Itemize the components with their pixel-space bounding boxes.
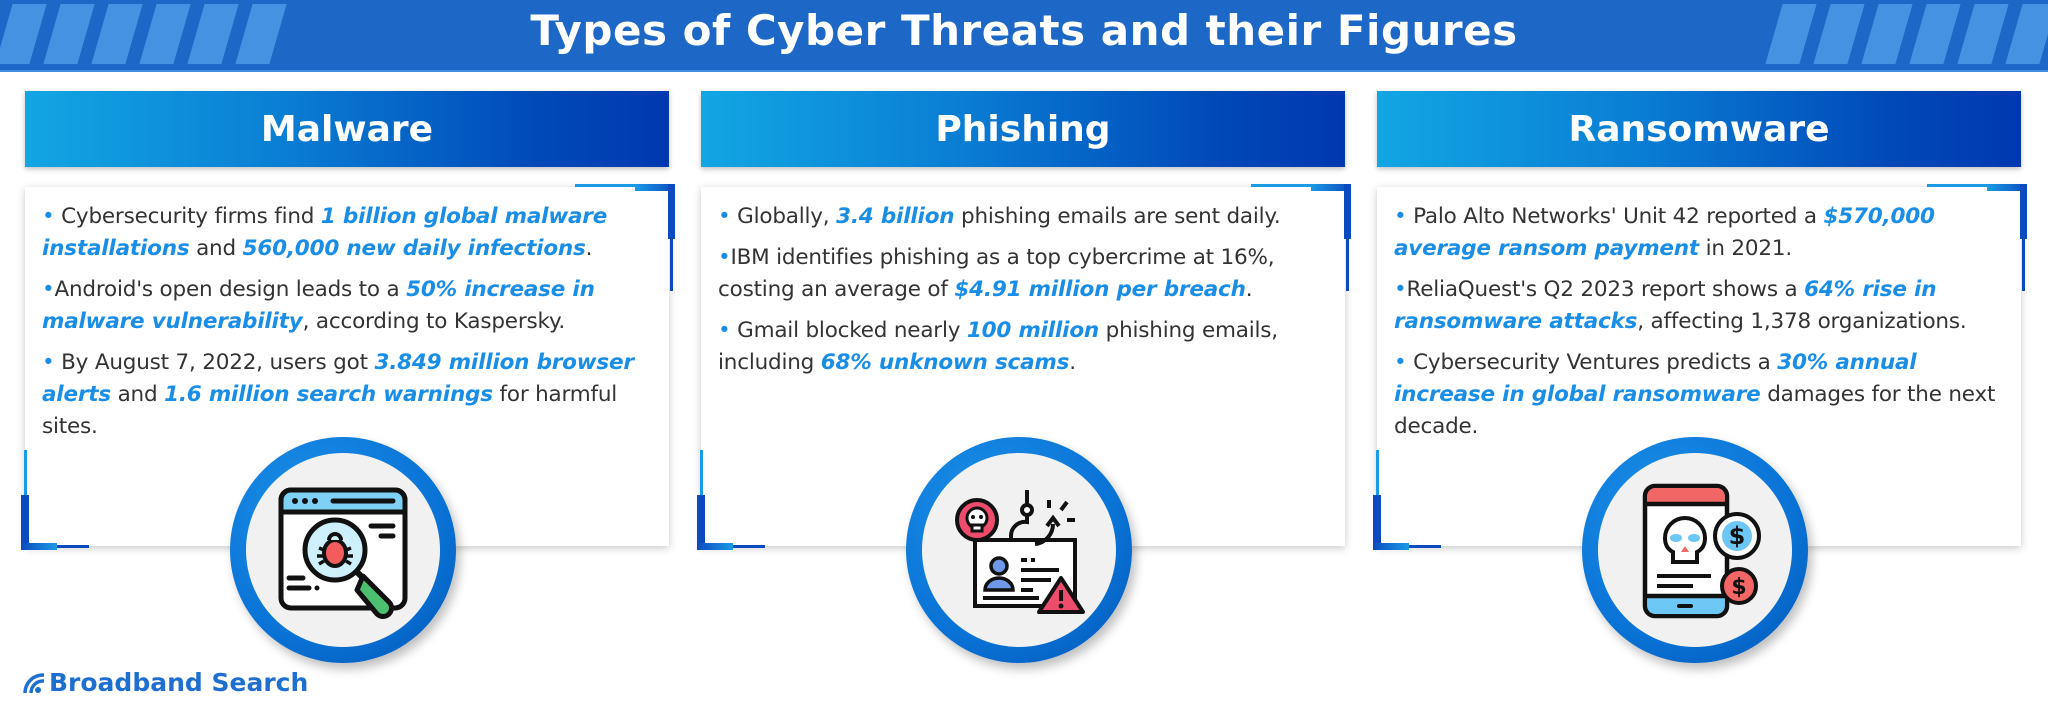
ransomware-bullet-3: • Cybersecurity Ventures predicts a 30% … xyxy=(1394,350,1996,439)
ransomware-card-header: Ransomware xyxy=(1377,91,2021,167)
phishing-card-header: Phishing xyxy=(701,91,1345,167)
ransomware-bullet-2: •ReliaQuest's Q2 2023 report shows a 64%… xyxy=(1394,277,1967,334)
malware-bullet-1: • Cybersecurity firms find 1 billion glo… xyxy=(42,204,608,261)
title-banner: Types of Cyber Threats and their Figures xyxy=(0,0,2048,72)
logo-text: Broadband Search xyxy=(49,668,309,697)
corner-accent-top-right xyxy=(1927,184,2027,291)
ransomware-icon-badge: $ $ xyxy=(1582,437,1808,663)
corner-accent-top-right xyxy=(1251,184,1351,291)
wifi-signal-icon xyxy=(23,672,45,693)
ransomware-bullet-1: • Palo Alto Networks' Unit 42 reported a… xyxy=(1394,204,1935,261)
malware-icon-badge xyxy=(230,437,456,663)
phone-skull-dollar-icon: $ $ xyxy=(1642,483,1761,619)
corner-accent-bottom-left xyxy=(697,450,777,550)
phishing-card-body: • Globally, 3.4 billion phishing emails … xyxy=(697,184,1351,550)
phishing-hook-id-card-icon xyxy=(955,490,1085,614)
corner-accent-bottom-left xyxy=(1373,450,1453,550)
malware-bullet-2: •Android's open design leads to a 50% in… xyxy=(42,277,595,334)
ransomware-card-body: • Palo Alto Networks' Unit 42 reported a… xyxy=(1373,184,2027,550)
svg-text:$: $ xyxy=(1729,522,1746,550)
malware-card-header: Malware xyxy=(25,91,669,167)
corner-accent-bottom-left xyxy=(21,450,101,550)
phishing-bullet-3: • Gmail blocked nearly 100 million phish… xyxy=(718,318,1278,375)
decorative-stripes-right xyxy=(1765,4,2048,64)
phishing-bullet-2: •IBM identifies phishing as a top cyberc… xyxy=(718,245,1275,302)
svg-text:$: $ xyxy=(1731,575,1746,600)
broadband-search-logo: Broadband Search xyxy=(22,668,308,697)
phishing-bullet-1: • Globally, 3.4 billion phishing emails … xyxy=(718,204,1281,229)
corner-accent-top-right xyxy=(575,184,675,291)
phishing-icon-badge xyxy=(906,437,1132,663)
malware-bullet-3: • By August 7, 2022, users got 3.849 mil… xyxy=(42,350,634,439)
browser-bug-magnifier-icon xyxy=(278,487,408,619)
page-title: Types of Cyber Threats and their Figures xyxy=(530,6,1518,55)
